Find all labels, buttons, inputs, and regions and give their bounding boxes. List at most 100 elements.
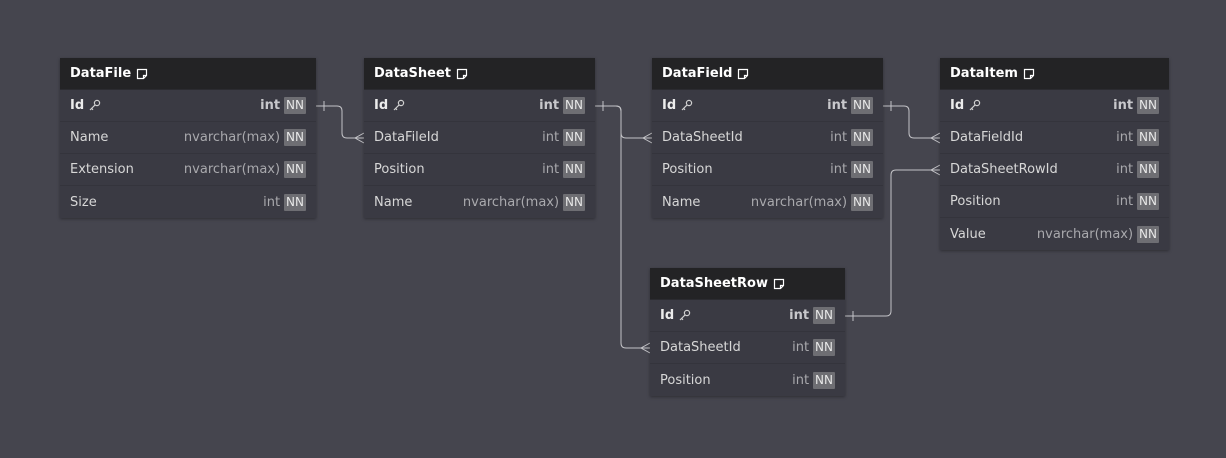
field-name: Extension: [70, 162, 134, 177]
field-type: nvarchar(max): [1036, 226, 1134, 242]
field-name-cell: Size: [70, 195, 263, 210]
note-icon[interactable]: [135, 67, 149, 81]
relationship-line: [595, 105, 652, 139]
table-header[interactable]: DataField: [652, 58, 883, 90]
field-type: int: [792, 372, 810, 388]
field-type: int: [542, 130, 560, 145]
field-name: Value: [950, 226, 986, 242]
note-icon[interactable]: [736, 67, 750, 81]
field-type: int: [1116, 194, 1134, 209]
field-name-cell: DataSheetId: [660, 340, 792, 355]
field-name: Position: [374, 162, 425, 177]
field-type: int: [789, 308, 810, 323]
field-type: int: [260, 98, 281, 113]
field-name-cell: DataSheetRowId: [950, 162, 1116, 177]
not-null-badge: NN: [851, 193, 873, 211]
field-name: Id: [662, 98, 677, 113]
field-row[interactable]: Value nvarchar(max)NN: [940, 218, 1169, 250]
field-type: nvarchar(max): [183, 162, 281, 177]
not-null-badge: NN: [1137, 161, 1159, 178]
table-title: DataFile: [70, 66, 132, 81]
relationship-line: [883, 105, 940, 139]
table-header[interactable]: DataItem: [940, 58, 1169, 90]
field-type: int: [1116, 130, 1134, 145]
note-icon[interactable]: [1022, 67, 1036, 81]
not-null-badge: NN: [813, 307, 835, 324]
relationship-line: [595, 105, 650, 349]
field-type: int: [539, 98, 560, 113]
table-header[interactable]: DataFile: [60, 58, 316, 90]
crows-foot-marker: [641, 132, 653, 144]
not-null-badge: NN: [563, 161, 585, 178]
field-name: Position: [660, 372, 711, 388]
field-name: DataFileId: [374, 130, 439, 145]
not-null-badge: NN: [563, 129, 585, 146]
field-type: int: [542, 162, 560, 177]
note-icon[interactable]: [455, 67, 469, 81]
not-null-badge: NN: [563, 193, 585, 211]
not-null-badge: NN: [851, 129, 873, 146]
field-name: Position: [662, 162, 713, 177]
field-type: int: [1113, 98, 1134, 113]
field-name-cell: Name: [374, 195, 463, 210]
key-icon: [88, 99, 101, 112]
not-null-badge: NN: [284, 193, 306, 211]
field-name-cell: Value: [950, 227, 1037, 242]
field-name-cell: Id: [70, 98, 260, 113]
table-header[interactable]: DataSheetRow: [650, 268, 845, 300]
key-icon: [680, 99, 693, 112]
field-type: int: [263, 194, 281, 210]
field-row[interactable]: Extension nvarchar(max)NN: [60, 154, 316, 186]
crows-foot-marker: [639, 342, 651, 354]
table-header[interactable]: DataSheet: [364, 58, 595, 90]
field-name-cell: Id: [374, 98, 539, 113]
field-name-cell: Id: [660, 308, 789, 323]
key-icon: [968, 99, 981, 112]
field-name-cell: DataSheetId: [662, 130, 830, 145]
field-name: Id: [70, 98, 85, 113]
not-null-badge: NN: [1137, 129, 1159, 146]
field-name-cell: Id: [950, 98, 1113, 113]
not-null-badge: NN: [284, 129, 306, 146]
relationship-line: [316, 105, 364, 139]
crows-foot-marker: [353, 132, 365, 144]
key-icon: [392, 99, 405, 112]
table-title: DataItem: [950, 66, 1018, 81]
field-name-cell: Name: [70, 130, 184, 145]
not-null-badge: NN: [813, 371, 835, 389]
not-null-badge: NN: [851, 161, 873, 178]
field-type: int: [830, 162, 848, 177]
table-title: DataField: [662, 66, 733, 81]
field-name-cell: Position: [950, 194, 1116, 209]
field-name-cell: DataFileId: [374, 130, 542, 145]
not-null-badge: NN: [1137, 225, 1159, 243]
field-name: Name: [662, 194, 701, 210]
note-icon[interactable]: [772, 277, 786, 291]
not-null-badge: NN: [284, 161, 306, 178]
field-name: Name: [70, 130, 109, 145]
